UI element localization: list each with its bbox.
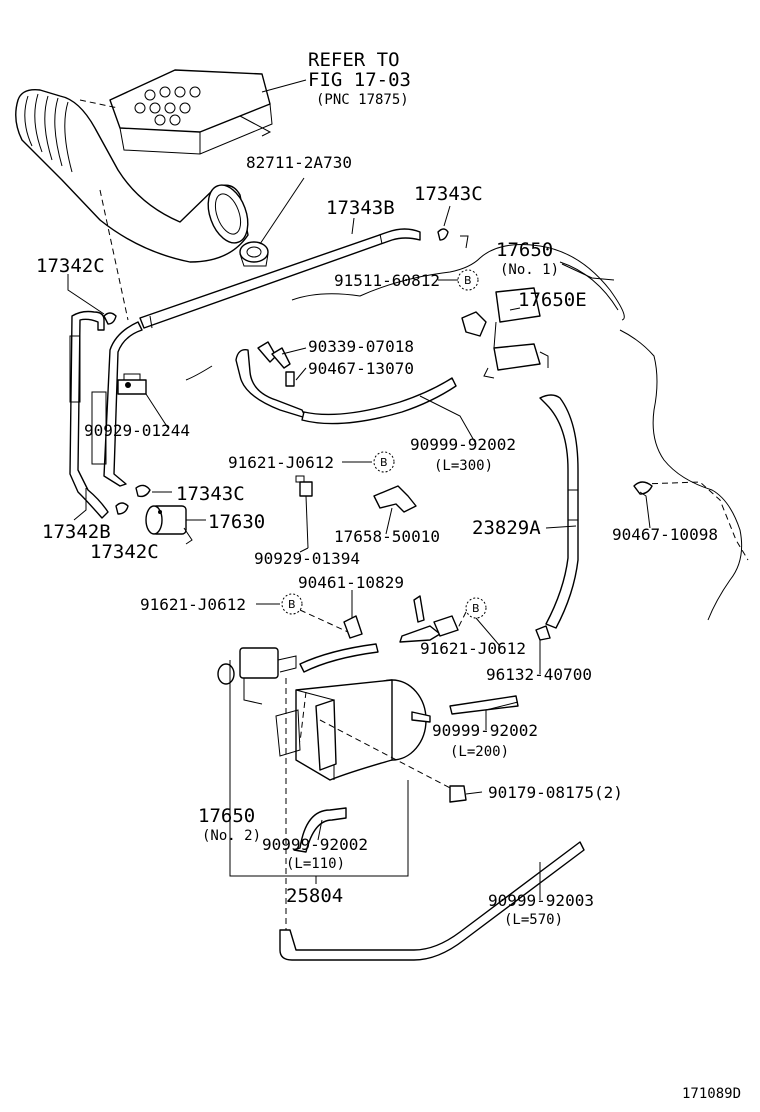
hose-17343b	[139, 228, 421, 329]
clip-17342c-top	[103, 312, 117, 325]
label-17650-no1: 17650	[496, 239, 553, 261]
engine-outline	[185, 244, 749, 621]
label-17342b: 17342B	[42, 521, 111, 543]
label-90999-92003-l570: 90999-92003	[488, 891, 594, 910]
label-25804: 25804	[286, 885, 343, 907]
label-17650-no1-sub: (No. 1)	[500, 262, 559, 278]
label-90339-07018: 90339-07018	[308, 337, 414, 356]
label-90999-l570-len: (L=570)	[504, 912, 563, 928]
label-17650-no2: 17650	[198, 805, 255, 827]
label-17343b: 17343B	[326, 197, 395, 219]
label-17343c-top: 17343C	[414, 183, 483, 205]
hose-90999-570	[279, 841, 585, 961]
bubble-b-2: B	[380, 456, 388, 469]
label-96132-40700: 96132-40700	[486, 665, 592, 684]
label-90999-92002-l110: 90999-92002	[262, 835, 368, 854]
bubble-b-1: B	[464, 274, 472, 287]
label-refer-fig: FIG 17-03	[308, 69, 411, 91]
label-90467-13070: 90467-13070	[308, 359, 414, 378]
label-91511-60812: 91511-60812	[334, 271, 440, 290]
label-90929-01244: 90929-01244	[84, 421, 190, 440]
label-90461-10829: 90461-10829	[298, 573, 404, 592]
label-17650-no2-sub: (No. 2)	[202, 828, 261, 844]
label-17630: 17630	[208, 511, 265, 533]
valve-17630	[145, 505, 193, 545]
clip-17343c-top	[437, 228, 469, 249]
drawing-artwork	[15, 69, 749, 961]
label-refer-to: REFER TO	[308, 49, 400, 71]
screw-90179	[449, 785, 467, 803]
leader-lines	[67, 79, 651, 900]
label-91621-j0612-c: 91621-J0612	[420, 639, 526, 658]
labels: REFER TO FIG 17-03 (PNC 17875) 82711-2A7…	[36, 49, 741, 1102]
bracket-17658	[373, 485, 417, 513]
label-90467-10098: 90467-10098	[612, 525, 718, 544]
label-17650e: 17650E	[518, 289, 587, 311]
hose-90999-300	[235, 341, 457, 425]
bubble-markers	[281, 269, 487, 619]
label-17658-50010: 17658-50010	[334, 527, 440, 546]
label-90999-l300-len: (L=300)	[434, 458, 493, 474]
bubble-b-4: B	[472, 602, 480, 615]
label-17342c-top: 17342C	[36, 255, 105, 277]
label-90929-01394: 90929-01394	[254, 549, 360, 568]
charcoal-canister	[275, 678, 455, 930]
diagram-id: 171089D	[682, 1086, 741, 1102]
hose-90999-110	[293, 807, 347, 853]
clip-96132	[535, 625, 551, 641]
left-hoses	[69, 310, 143, 519]
sensor-90929-01244	[117, 373, 147, 395]
label-23829a: 23829A	[472, 517, 541, 539]
air-cleaner-case	[79, 69, 273, 321]
label-91621-j0612-a: 91621-J0612	[228, 453, 334, 472]
vsv-no1-17650	[461, 287, 549, 379]
label-90999-92002-l300: 90999-92002	[410, 435, 516, 454]
label-90179-08175: 90179-08175(2)	[488, 783, 623, 802]
label-90999-l200-len: (L=200)	[450, 744, 509, 760]
sensor-90929-01394	[295, 475, 313, 549]
clamps-middle	[299, 595, 467, 643]
label-17342c-bot: 17342C	[90, 541, 159, 563]
label-90999-92002-l200: 90999-92002	[432, 721, 538, 740]
label-90999-l110-len: (L=110)	[286, 856, 345, 872]
label-82711-2a730: 82711-2A730	[246, 153, 352, 172]
clip-90467-10098	[633, 481, 653, 495]
clips-lower-left	[115, 484, 151, 515]
label-refer-pnc: (PNC 17875)	[316, 92, 409, 108]
hose-23829a	[539, 394, 579, 629]
bubble-b-3: B	[288, 598, 296, 611]
label-91621-j0612-b: 91621-J0612	[140, 595, 246, 614]
label-17343c-mid: 17343C	[176, 483, 245, 505]
grommet-82711	[239, 241, 269, 267]
air-intake-duct	[15, 89, 249, 263]
hose-90999-200	[449, 695, 519, 715]
